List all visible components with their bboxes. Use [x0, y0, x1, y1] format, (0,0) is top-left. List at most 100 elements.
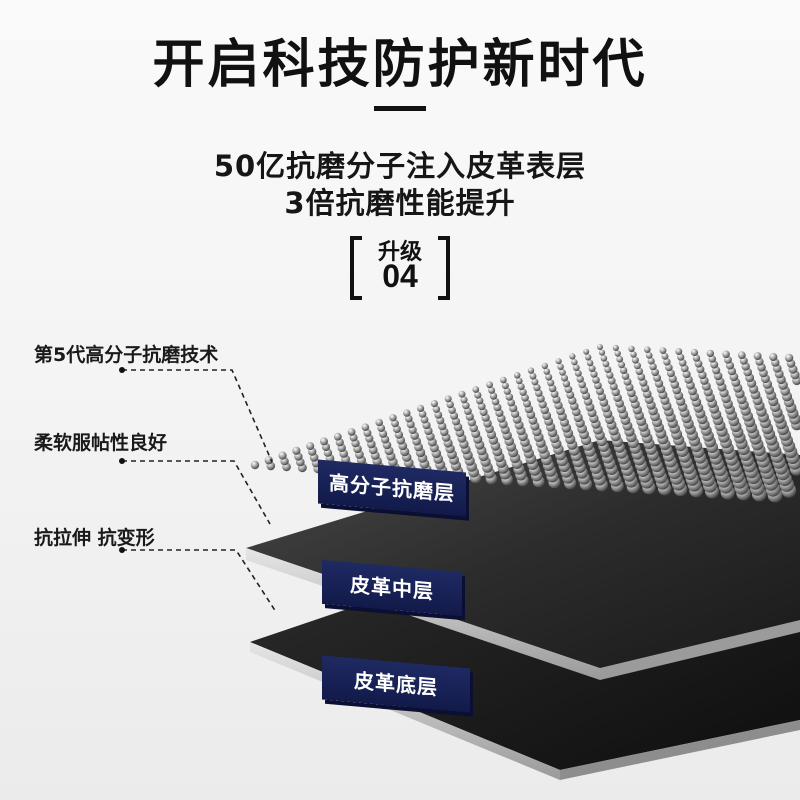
molecule-dot — [690, 348, 699, 357]
molecule-dot — [586, 359, 594, 367]
molecule-dot — [405, 414, 413, 423]
molecule-dot — [659, 347, 667, 354]
molecule-dot — [614, 350, 621, 357]
molecule-dot — [513, 372, 521, 379]
molecule-dot — [555, 358, 562, 365]
molecule-dot — [320, 437, 328, 446]
molecule-dot — [607, 376, 616, 385]
leader-lines — [122, 369, 277, 613]
molecule-dot — [533, 383, 541, 392]
molecule-dot — [578, 380, 586, 389]
molecule-dot — [250, 460, 260, 470]
molecule-dot — [543, 368, 551, 375]
molecule-dot — [618, 361, 626, 369]
molecule-dot — [606, 371, 614, 379]
molecule-dot — [477, 402, 486, 411]
feature-label-2: 柔软服帖性良好 — [34, 432, 168, 454]
molecule-dot — [519, 388, 527, 396]
molecule-dot — [708, 355, 717, 363]
upgrade-badge: 升级 04 — [350, 236, 450, 300]
molecule-dot — [675, 348, 683, 355]
molecule-dot — [621, 372, 630, 380]
molecule-dot — [631, 356, 639, 364]
molecule-dot — [598, 349, 606, 356]
molecule-dot — [769, 352, 778, 362]
molecule-dot — [418, 410, 427, 418]
molecule-dot — [517, 383, 525, 391]
molecule-dot — [458, 390, 466, 398]
molecule-dot — [361, 423, 370, 432]
molecule-dot — [264, 456, 273, 465]
molecule-dot — [306, 442, 315, 451]
molecule-dot — [448, 406, 456, 415]
molecule-dot — [585, 354, 592, 361]
molecule-dot — [541, 362, 548, 370]
molecule-dot — [503, 387, 511, 395]
molecule-dot — [692, 354, 701, 362]
molecule-dot — [444, 395, 452, 403]
molecule-dot — [505, 393, 514, 401]
molecule-dot — [644, 346, 651, 354]
leader-dots — [119, 367, 125, 553]
molecule-dot — [678, 359, 687, 367]
molecule-dot — [531, 378, 539, 386]
molecule-dot — [661, 352, 669, 360]
molecule-dot — [333, 432, 342, 441]
molecule-dot — [548, 384, 557, 393]
molecule-dot — [557, 363, 564, 371]
molecule-dot — [737, 351, 746, 360]
molecule-dot — [515, 377, 523, 385]
molecule-dot — [722, 350, 730, 359]
molecule-dot — [527, 367, 535, 374]
molecule-dot — [432, 405, 441, 413]
molecule-dot — [616, 355, 624, 363]
molecule-dot — [576, 375, 584, 383]
molecule-dot — [417, 404, 425, 412]
molecule-dot — [677, 353, 685, 361]
molecule-dot — [347, 428, 356, 436]
molecule-dot — [706, 349, 714, 358]
molecule-dot — [562, 380, 571, 388]
title-divider — [374, 106, 426, 111]
molecule-dot — [500, 376, 507, 384]
molecule-dot — [597, 344, 603, 350]
molecule-dot — [588, 365, 596, 373]
molecule-dot — [592, 376, 600, 384]
molecule-dot — [375, 418, 384, 427]
molecule-dot — [488, 386, 496, 394]
molecule-dot — [545, 373, 553, 381]
molecule-dot — [501, 382, 509, 390]
molecule-dot — [633, 362, 642, 370]
molecule-dot — [560, 374, 569, 382]
molecule-dot — [403, 409, 411, 417]
molecule-dot — [460, 396, 468, 404]
badge-bracket-right — [438, 236, 450, 300]
molecule-dot — [612, 344, 619, 351]
molecule-dot — [784, 353, 794, 363]
molecule-dot — [535, 389, 543, 397]
molecule-dot — [491, 397, 500, 406]
badge-number: 04 — [382, 258, 418, 294]
molecule-dot — [649, 362, 657, 371]
molecule-dot — [647, 357, 655, 365]
molecule-dot — [571, 358, 578, 366]
molecule-dot — [602, 360, 610, 368]
molecule-dot — [604, 365, 612, 374]
molecule-dot — [600, 355, 608, 362]
molecule-dot — [569, 353, 576, 360]
molecule-dot — [446, 400, 454, 409]
molecule-dot — [628, 345, 635, 352]
molecule-dot — [574, 369, 582, 377]
molecule-dot — [462, 401, 470, 410]
page-title: 开启科技防护新时代 — [152, 35, 648, 95]
molecule-dot — [590, 370, 598, 378]
molecule-dot — [635, 367, 644, 376]
molecule-dot — [486, 381, 493, 389]
molecule-dot — [572, 364, 580, 372]
badge-bracket-left — [350, 236, 362, 300]
molecule-dot — [619, 366, 628, 375]
molecule-dot — [583, 348, 590, 355]
molecule-dot — [645, 352, 653, 359]
subtitle-line-2: 3倍抗磨性能提升 — [284, 186, 516, 220]
molecule-dots — [250, 344, 800, 503]
